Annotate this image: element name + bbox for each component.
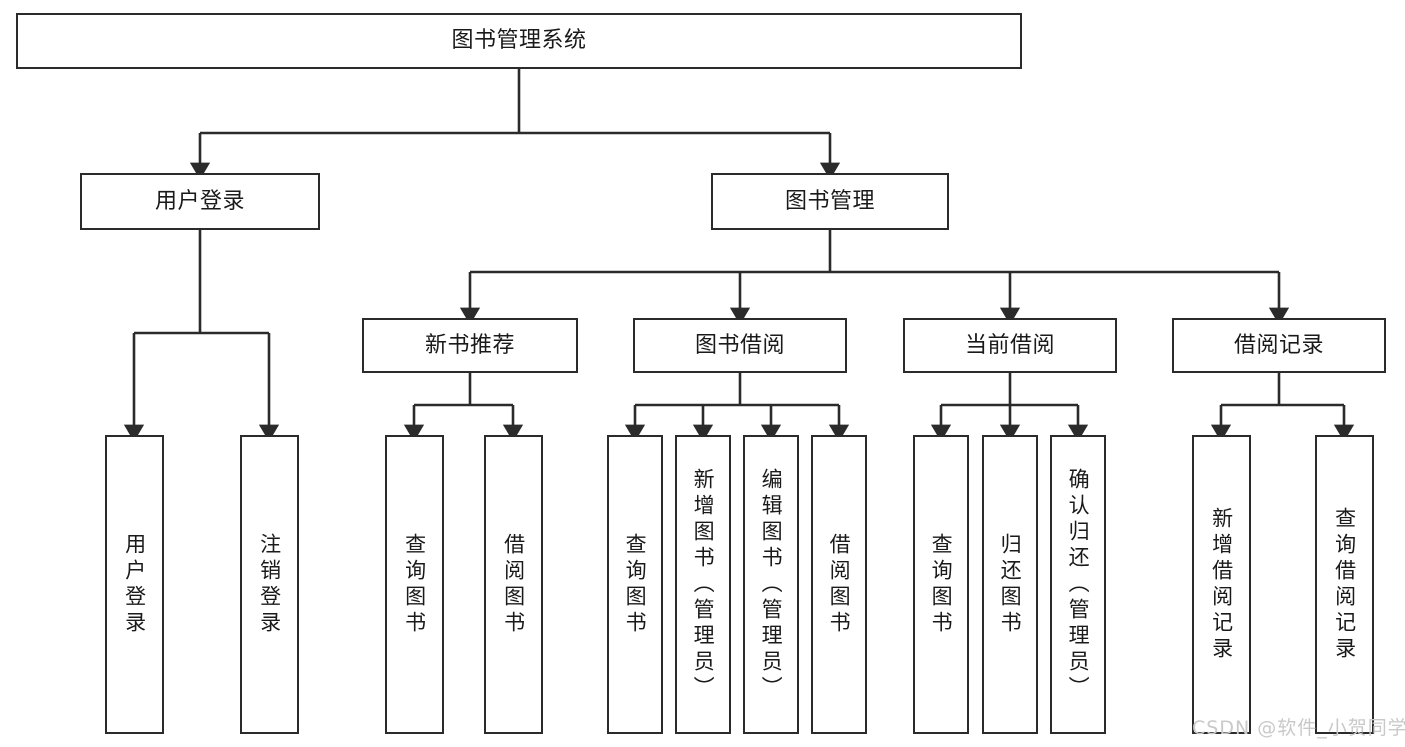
node-current-borrow[interactable]: 当前借阅	[903, 318, 1117, 373]
node-new-book-recommend-label: 新书推荐	[424, 332, 515, 358]
leaf-label: 查询图书	[929, 532, 954, 637]
leaf-label: 查询借阅记录	[1332, 506, 1357, 663]
node-user-login[interactable]: 用户登录	[80, 173, 320, 230]
node-root-label: 图书管理系统	[451, 28, 587, 54]
leaf-record-add-record[interactable]: 新增借阅记录	[1192, 435, 1251, 734]
leaf-user-login-login[interactable]: 用户登录	[105, 435, 164, 734]
leaf-label: 新增图书（管理员）	[691, 467, 716, 702]
leaf-current-query-book[interactable]: 查询图书	[913, 435, 969, 734]
leaf-borrow-add-book-admin[interactable]: 新增图书（管理员）	[675, 435, 731, 734]
leaf-label: 用户登录	[122, 532, 147, 637]
leaf-recommend-query-book[interactable]: 查询图书	[385, 435, 444, 734]
node-borrow-record-label: 借阅记录	[1233, 332, 1324, 358]
leaf-current-confirm-return-admin[interactable]: 确认归还（管理员）	[1050, 435, 1106, 734]
leaf-label: 新增借阅记录	[1209, 506, 1234, 663]
leaf-label: 注销登录	[257, 532, 282, 637]
node-borrow-record[interactable]: 借阅记录	[1172, 318, 1386, 373]
leaf-label: 借阅图书	[501, 532, 526, 637]
leaf-recommend-borrow-book[interactable]: 借阅图书	[484, 435, 543, 734]
leaf-borrow-query-book[interactable]: 查询图书	[607, 435, 663, 734]
node-root[interactable]: 图书管理系统	[16, 13, 1022, 69]
node-user-login-label: 用户登录	[154, 188, 245, 214]
leaf-label: 确认归还（管理员）	[1066, 467, 1091, 702]
leaf-user-login-logout[interactable]: 注销登录	[240, 435, 299, 734]
leaf-current-return-book[interactable]: 归还图书	[982, 435, 1038, 734]
leaf-borrow-borrow-book[interactable]: 借阅图书	[811, 435, 867, 734]
leaf-label: 借阅图书	[827, 532, 852, 637]
node-book-borrow-label: 图书借阅	[694, 332, 785, 358]
node-current-borrow-label: 当前借阅	[964, 332, 1055, 358]
leaf-label: 查询图书	[623, 532, 648, 637]
leaf-label: 查询图书	[402, 532, 427, 637]
node-book-management-label: 图书管理	[784, 188, 875, 214]
node-new-book-recommend[interactable]: 新书推荐	[362, 318, 578, 373]
node-book-management[interactable]: 图书管理	[711, 173, 949, 230]
leaf-label: 归还图书	[998, 532, 1023, 637]
leaf-record-query-record[interactable]: 查询借阅记录	[1315, 435, 1374, 734]
node-book-borrow[interactable]: 图书借阅	[633, 318, 847, 373]
leaf-borrow-edit-book-admin[interactable]: 编辑图书（管理员）	[743, 435, 799, 734]
leaf-label: 编辑图书（管理员）	[759, 467, 784, 702]
